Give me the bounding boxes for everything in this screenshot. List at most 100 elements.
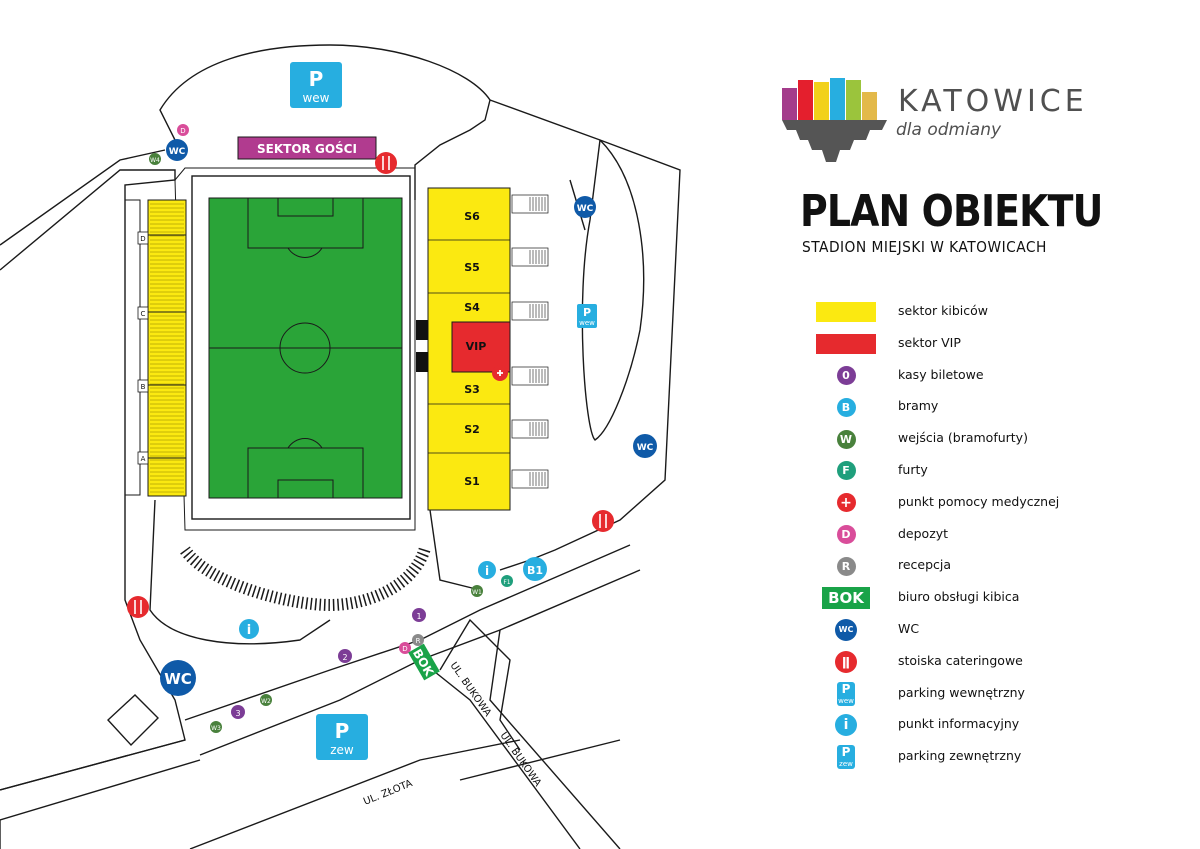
red-swatch	[816, 332, 876, 356]
deposit-icon[interactable]: D	[399, 642, 411, 654]
legend-label: wejścia (bramofurty)	[898, 430, 1028, 446]
ticket-icon[interactable]: 1	[412, 608, 426, 622]
wc-icon[interactable]: WC	[574, 196, 596, 218]
parking-inner-icon[interactable]: P wew	[290, 62, 342, 108]
wc-icon[interactable]: WC	[166, 139, 188, 161]
wc-icon[interactable]: WC	[633, 434, 657, 458]
west-stand: D C B A	[137, 199, 187, 497]
ticket-icon[interactable]: 2	[338, 649, 352, 663]
gate-icon: B	[816, 395, 876, 419]
svg-text:WC: WC	[637, 443, 654, 453]
west-stand-letters: D C B A	[137, 231, 149, 465]
legend-label: sektor VIP	[898, 334, 961, 350]
svg-text:P: P	[335, 719, 350, 743]
legend-label: bramy	[898, 398, 939, 414]
catering-icon[interactable]	[375, 152, 397, 174]
sector-s3: S3	[464, 383, 480, 396]
deposit-icon[interactable]: D	[177, 124, 189, 136]
logo-bar	[862, 92, 877, 120]
sector-vip: VIP	[466, 340, 487, 353]
entrance-icon[interactable]: W1	[471, 585, 483, 597]
guest-sector[interactable]: SEKTOR GOŚCI	[237, 136, 377, 160]
vip-sector[interactable]	[451, 321, 511, 373]
logo-bar	[782, 88, 797, 120]
logo-bar	[798, 80, 813, 120]
page-title: PLAN OBIEKTU	[800, 186, 1103, 237]
entrance-icon[interactable]: W2	[260, 694, 272, 706]
legend-row: BOK biuro obsługi kibica	[816, 586, 1186, 618]
legend-label: sektor kibiców	[898, 303, 988, 318]
legend-label: punkt informacyjny	[898, 716, 1020, 732]
svg-text:W3: W3	[211, 725, 221, 732]
stairway	[511, 419, 549, 439]
sector-s6: S6	[464, 210, 480, 223]
info-icon[interactable]: i	[478, 561, 496, 579]
reception-icon: R	[816, 554, 876, 578]
wc-icon[interactable]: WC	[160, 660, 196, 696]
svg-text:P: P	[309, 67, 324, 91]
svg-text:D: D	[402, 645, 407, 653]
svg-text:R: R	[416, 637, 421, 645]
stand-letter-a: A	[141, 455, 146, 463]
guest-sector-label: SEKTOR GOŚCI	[257, 141, 357, 156]
furta-icon[interactable]: F1	[501, 575, 513, 587]
logo-bar	[830, 78, 845, 120]
gate-icon[interactable]: B1	[523, 557, 547, 581]
east-stand: S6 S5 S4 VIP S3 S2 S1	[416, 187, 549, 511]
legend-label: parking wewnętrzny	[898, 684, 1025, 700]
stairway	[511, 247, 549, 267]
page-subtitle: STADION MIEJSKI W KATOWICACH	[802, 238, 1047, 256]
street-label: UL. ZŁOTA	[362, 778, 414, 808]
brand-name: KATOWICE	[898, 84, 1088, 119]
bok-icon[interactable]: BOK	[408, 643, 440, 681]
catering-icon[interactable]	[592, 510, 614, 532]
svg-text:i: i	[485, 564, 489, 578]
sector-s5: S5	[464, 261, 480, 274]
stand-letter-c: C	[141, 310, 146, 318]
svg-text:F1: F1	[503, 579, 510, 586]
entrance-icon[interactable]: W3	[210, 721, 222, 733]
info-icon[interactable]: i	[239, 619, 259, 639]
svg-text:i: i	[247, 623, 251, 638]
street-label: UL. BUKOWA	[498, 730, 544, 788]
street-label: UL. BUKOWA	[448, 660, 494, 718]
legend-label: biuro obsługi kibica	[898, 589, 1020, 605]
svg-text:P: P	[583, 306, 591, 319]
sector-s4: S4	[464, 301, 480, 314]
ticket-icon[interactable]: 3	[231, 705, 245, 719]
svg-text:1: 1	[416, 612, 421, 621]
svg-text:W2: W2	[261, 698, 271, 705]
medical-icon[interactable]	[492, 365, 508, 381]
stairway	[511, 366, 549, 386]
parking-outer-icon[interactable]: P zew	[316, 714, 368, 760]
entrance-icon[interactable]: W4	[149, 153, 161, 165]
svg-text:wew: wew	[579, 319, 595, 327]
medical-icon: +	[816, 491, 876, 515]
reception-icon[interactable]: R	[412, 634, 424, 646]
site-plan: D C B A SEKTOR GOŚCI S6 S5 S4 VIP S3 S2 …	[0, 44, 681, 849]
catering-icon[interactable]	[127, 596, 149, 618]
svg-text:zew: zew	[330, 743, 354, 757]
info-icon: i	[816, 713, 876, 737]
bok-icon: BOK	[816, 586, 876, 610]
sector-s1: S1	[464, 475, 480, 488]
parking-inner-small-icon[interactable]: P wew	[577, 304, 597, 328]
wc-icon: WC	[816, 618, 876, 642]
legend-label: furty	[898, 461, 928, 477]
legend-row: + punkt pomocy medycznej	[816, 491, 1186, 523]
legend-label: parking zewnętrzny	[898, 748, 1022, 764]
legend-label: depozyt	[898, 525, 949, 541]
stand-letter-d: D	[140, 235, 145, 243]
legend-label: punkt pomocy medycznej	[898, 493, 1060, 509]
stairway	[511, 194, 549, 214]
